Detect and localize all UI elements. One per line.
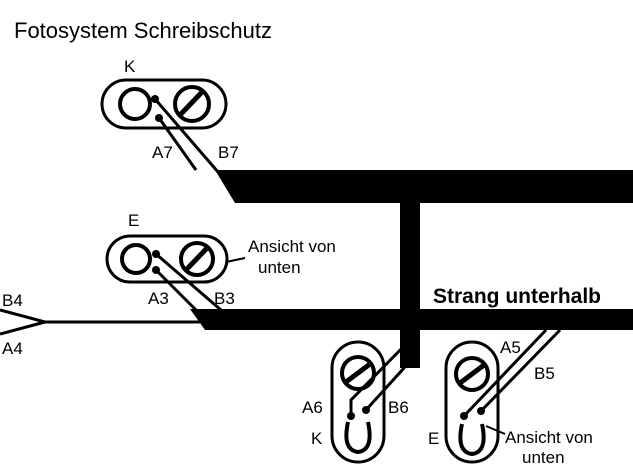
top-k-screw	[173, 85, 211, 123]
bot-k-socket	[344, 421, 372, 455]
switch-unit-bot-k	[330, 330, 412, 464]
harness-upper-branch	[215, 170, 633, 203]
view-note2-line2: unten	[522, 448, 565, 467]
bot-e-pin-a-label: A5	[500, 338, 521, 357]
switch-unit-top-k	[100, 78, 228, 173]
diagram-title: Fotosystem Schreibschutz	[14, 18, 272, 43]
mid-e-pin-b-label: B3	[214, 289, 235, 308]
view-note-line1: Ansicht von	[248, 237, 336, 256]
mid-e-pin-a-label: A3	[148, 289, 169, 308]
view-note2-line1: Ansicht von	[505, 428, 593, 447]
mid-e-screw	[179, 241, 215, 277]
bot-e-pin-b-label: B5	[534, 364, 555, 383]
view-note-line2: unten	[258, 258, 301, 277]
top-k-label: K	[124, 57, 136, 76]
bot-e-label: E	[428, 429, 439, 448]
bot-k-pin-b-label: B6	[388, 398, 409, 417]
mid-e-label: E	[128, 211, 139, 230]
bot-e-socket	[458, 423, 486, 457]
bot-k-pin-a-label: A6	[302, 398, 323, 417]
bot-e-screw	[454, 356, 490, 392]
left-wires	[0, 308, 200, 336]
bot-k-screw	[340, 355, 376, 391]
top-k-socket	[118, 87, 152, 121]
switch-unit-mid-e	[105, 234, 246, 312]
top-k-pin-b-label: B7	[218, 143, 239, 162]
switch-unit-bot-e	[444, 328, 562, 464]
mid-e-socket	[120, 243, 152, 275]
cable-harness	[190, 170, 633, 368]
bot-k-label: K	[311, 429, 323, 448]
harness-lower-main	[190, 309, 633, 330]
top-k-pin-a-label: A7	[152, 143, 173, 162]
strang-label: Strang unterhalb	[433, 285, 601, 308]
left-wire-b-label: B4	[2, 291, 23, 310]
left-wire-a-label: A4	[2, 339, 23, 358]
